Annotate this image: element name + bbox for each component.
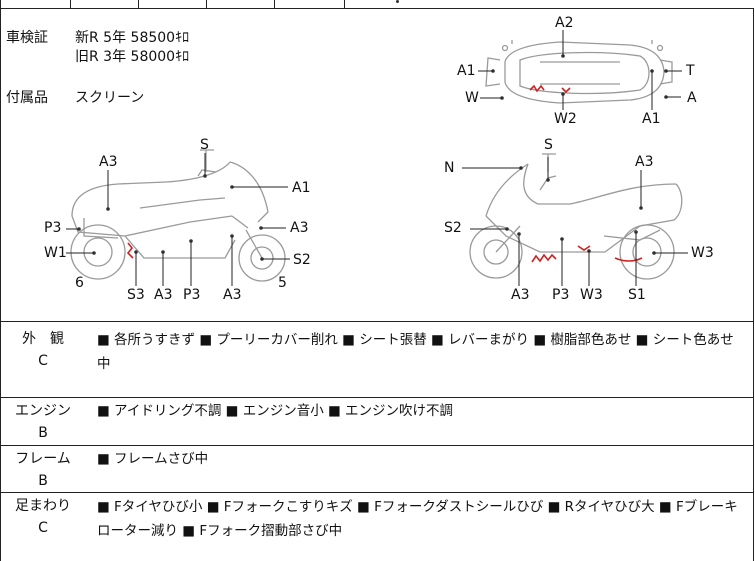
condition-grade: C xyxy=(38,520,48,536)
condition-name: フレーム xyxy=(15,451,71,467)
top-view-damage-marks xyxy=(529,84,571,94)
accessories-value: スクリーン xyxy=(75,90,145,106)
label-s-right: S xyxy=(544,137,553,153)
label-t-top: T xyxy=(686,63,695,79)
condition-grade: B xyxy=(38,425,48,441)
condition-grade: B xyxy=(38,473,48,489)
label-a3-right-left: A3 xyxy=(290,220,309,236)
label-p3-bottom-right: P3 xyxy=(552,287,570,303)
label-s-left: S xyxy=(200,137,209,153)
top-view-leaders xyxy=(478,30,682,110)
label-a3-bottom-right: A3 xyxy=(511,287,530,303)
condition-text: ■ 各所うすきず ■ プーリーカバー削れ ■ シート張替 ■ レバーまがり ■ … xyxy=(97,332,734,372)
condition-text: ■ Fタイヤひび小 ■ Fフォークこすりキズ ■ Fフォークダストシールひび ■… xyxy=(97,499,738,539)
label-w-top: W xyxy=(465,90,479,106)
label-a3-top-right: A3 xyxy=(635,154,654,170)
right-view-damage-marks xyxy=(531,245,643,263)
scooter-diagrams xyxy=(66,30,688,286)
condition-row-exterior: 外 観 C ■ 各所うすきず ■ プーリーカバー削れ ■ シート張替 ■ レバー… xyxy=(0,321,754,397)
scooter-left-view xyxy=(70,149,286,282)
label-p3-bottom-left: P3 xyxy=(183,287,201,303)
label-s3-left: S3 xyxy=(127,287,145,303)
registration-label: 車検証 xyxy=(6,30,48,46)
label-a-top: A xyxy=(687,90,697,106)
left-view-leaders xyxy=(66,153,290,286)
scooter-top-view xyxy=(485,40,673,104)
condition-row-frame: フレーム B ■ フレームさび中 xyxy=(0,445,754,492)
label-a1-left: A1 xyxy=(292,180,311,196)
label-w3-right: W3 xyxy=(691,245,714,261)
condition-name: 外 観 xyxy=(22,331,64,347)
label-6-left: 6 xyxy=(75,275,84,291)
label-w1-left: W1 xyxy=(44,245,67,261)
diagram-panel xyxy=(0,8,754,561)
condition-grade: C xyxy=(38,353,48,369)
registration-new: 新R 5年 58500ｷﾛ xyxy=(75,30,190,46)
condition-name: 足まわり xyxy=(15,498,71,514)
accessories-label: 付属品 xyxy=(6,90,48,106)
condition-row-engine: エンジン B ■ アイドリング不調 ■ エンジン音小 ■ エンジン吹け不調 xyxy=(0,397,754,445)
label-s2-left: S2 xyxy=(293,252,311,268)
registration-old: 旧R 3年 58000ｷﾛ xyxy=(75,49,190,65)
condition-name: エンジン xyxy=(15,403,71,419)
label-a1-bottom-top: A1 xyxy=(642,111,661,127)
label-a3-bottom1-left: A3 xyxy=(154,287,173,303)
scooter-right-view xyxy=(469,153,683,280)
label-a3-bottom2-left: A3 xyxy=(223,287,242,303)
label-5-left: 5 xyxy=(278,275,287,291)
condition-row-suspension: 足まわり C ■ Fタイヤひび小 ■ Fフォークこすりキズ ■ Fフォークダスト… xyxy=(0,492,754,561)
label-a1-left-top: A1 xyxy=(457,63,476,79)
condition-text: ■ フレームさび中 xyxy=(97,451,209,467)
right-view-markers xyxy=(505,166,656,255)
condition-text: ■ アイドリング不調 ■ エンジン音小 ■ エンジン吹け不調 xyxy=(97,403,454,419)
left-view-damage-marks xyxy=(126,242,134,259)
label-w3-bottom-right: W3 xyxy=(580,287,603,303)
label-a2-top: A2 xyxy=(555,15,574,31)
label-n-right: N xyxy=(444,160,455,176)
label-p3-left: P3 xyxy=(44,220,62,236)
label-s1-right: S1 xyxy=(628,287,646,303)
label-s2-right: S2 xyxy=(444,220,462,236)
label-a3-top-left: A3 xyxy=(99,154,118,170)
right-view-leaders xyxy=(462,157,688,286)
label-w2-top: W2 xyxy=(554,111,577,127)
top-table-strip xyxy=(0,0,754,9)
